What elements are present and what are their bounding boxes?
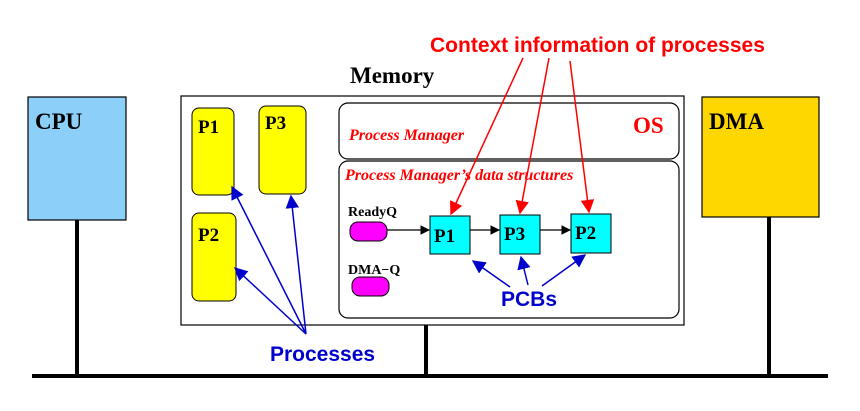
pcbs-arrow-p1 bbox=[471, 260, 511, 288]
processes-arrow-p1 bbox=[231, 185, 307, 335]
pcb-p2-label: P2 bbox=[575, 223, 596, 244]
context-arrow-p1 bbox=[449, 57, 524, 216]
process-p3-label: P3 bbox=[265, 113, 286, 134]
pcb-p2-box bbox=[570, 213, 612, 254]
cpu-box bbox=[27, 96, 127, 221]
pcbs-label: PCBs bbox=[501, 288, 557, 311]
pm-data-structures-label: Process Manager’s data structures bbox=[344, 167, 573, 184]
process-p2-label: P2 bbox=[198, 225, 219, 246]
readyq-head bbox=[349, 221, 388, 242]
readyq-label: ReadyQ bbox=[348, 205, 397, 220]
process-manager-label: Process Manager bbox=[348, 127, 465, 144]
dma-box bbox=[701, 96, 820, 218]
pcb-p1-label: P1 bbox=[434, 226, 455, 247]
memory-label: Memory bbox=[350, 63, 435, 88]
processes-arrow-p3 bbox=[285, 194, 307, 335]
process-p3-box bbox=[258, 105, 307, 195]
context-arrow-p3 bbox=[515, 57, 550, 215]
dmaq-head bbox=[351, 276, 390, 297]
pcbs-arrow-p3 bbox=[517, 255, 531, 286]
os-box bbox=[338, 102, 680, 160]
processes-arrow-p2 bbox=[234, 267, 307, 335]
context-arrow-p2 bbox=[569, 60, 595, 214]
pcb-p3-label: P3 bbox=[504, 224, 525, 245]
os-label: OS bbox=[633, 113, 664, 138]
context-info-label: Context information of processes bbox=[430, 34, 765, 57]
pcbs-arrow-p2 bbox=[541, 254, 587, 287]
pcb-p3-box bbox=[499, 214, 541, 255]
process-p1-box bbox=[191, 107, 235, 196]
dma-label: DMA bbox=[709, 109, 764, 134]
processes-label: Processes bbox=[270, 343, 375, 366]
cpu-label: CPU bbox=[35, 109, 83, 134]
pcb-p1-box bbox=[429, 215, 471, 255]
dmaq-label: DMA−Q bbox=[348, 263, 400, 278]
process-p2-box bbox=[191, 212, 237, 302]
process-p1-label: P1 bbox=[198, 117, 219, 138]
